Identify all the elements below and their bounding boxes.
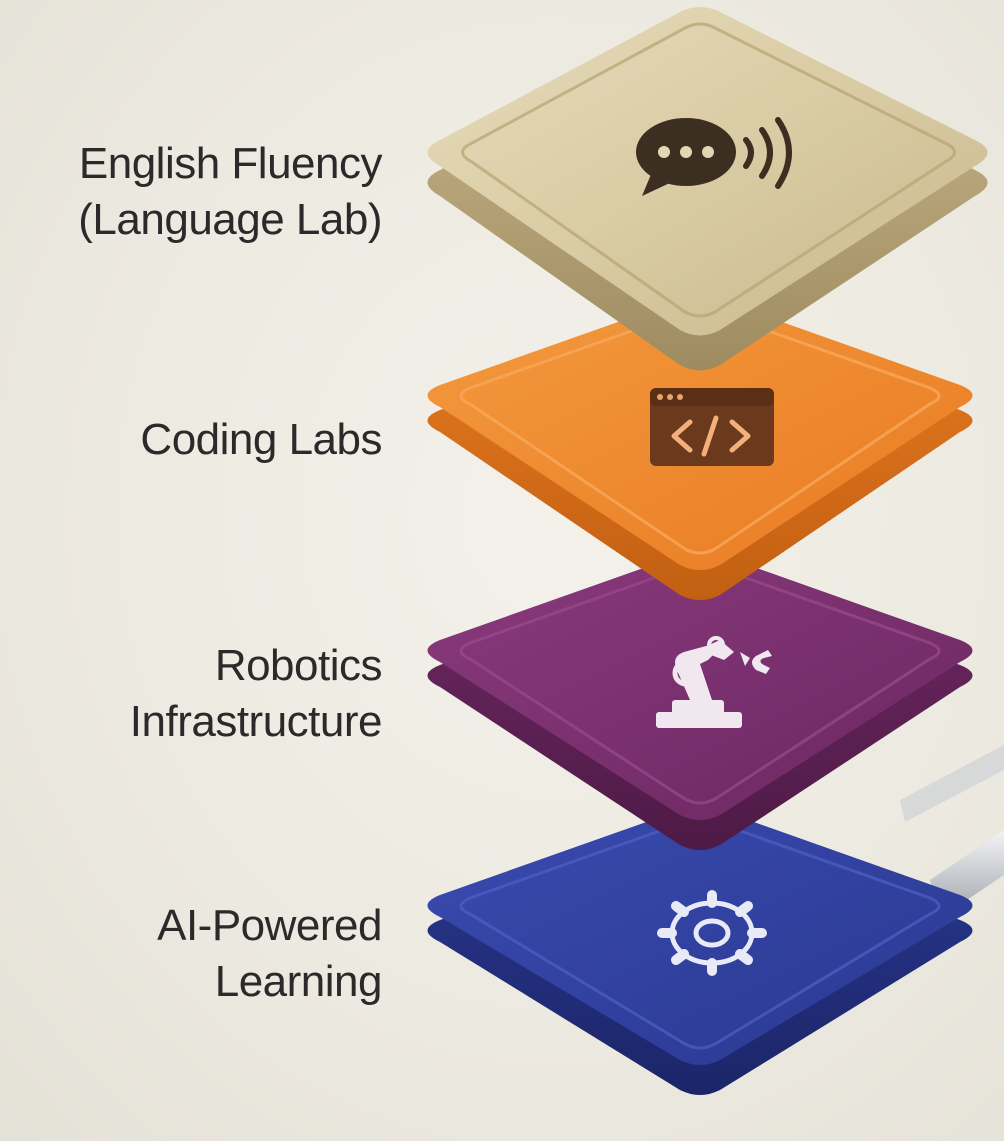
speech-bubble-sound-icon (636, 117, 792, 196)
label-line: Learning (214, 957, 383, 1006)
code-window-icon (650, 388, 774, 466)
gear-icon (657, 890, 767, 976)
layer-english (427, 7, 988, 371)
label-line: Coding Labs (140, 415, 382, 464)
label-coding-labs: Coding Labs (140, 412, 382, 468)
label-english-fluency: English Fluency (Language Lab) (78, 136, 382, 248)
label-line: AI-Powered (157, 901, 382, 950)
label-line: English Fluency (78, 139, 383, 188)
label-line: (Language Lab) (78, 195, 382, 244)
label-ai-powered-learning: AI-Powered Learning (157, 898, 382, 1010)
label-line: Robotics (214, 641, 383, 690)
robotic-arm-icon (656, 636, 772, 728)
label-robotics-infrastructure: Robotics Infrastructure (129, 638, 383, 750)
label-line: Infrastructure (129, 697, 383, 746)
